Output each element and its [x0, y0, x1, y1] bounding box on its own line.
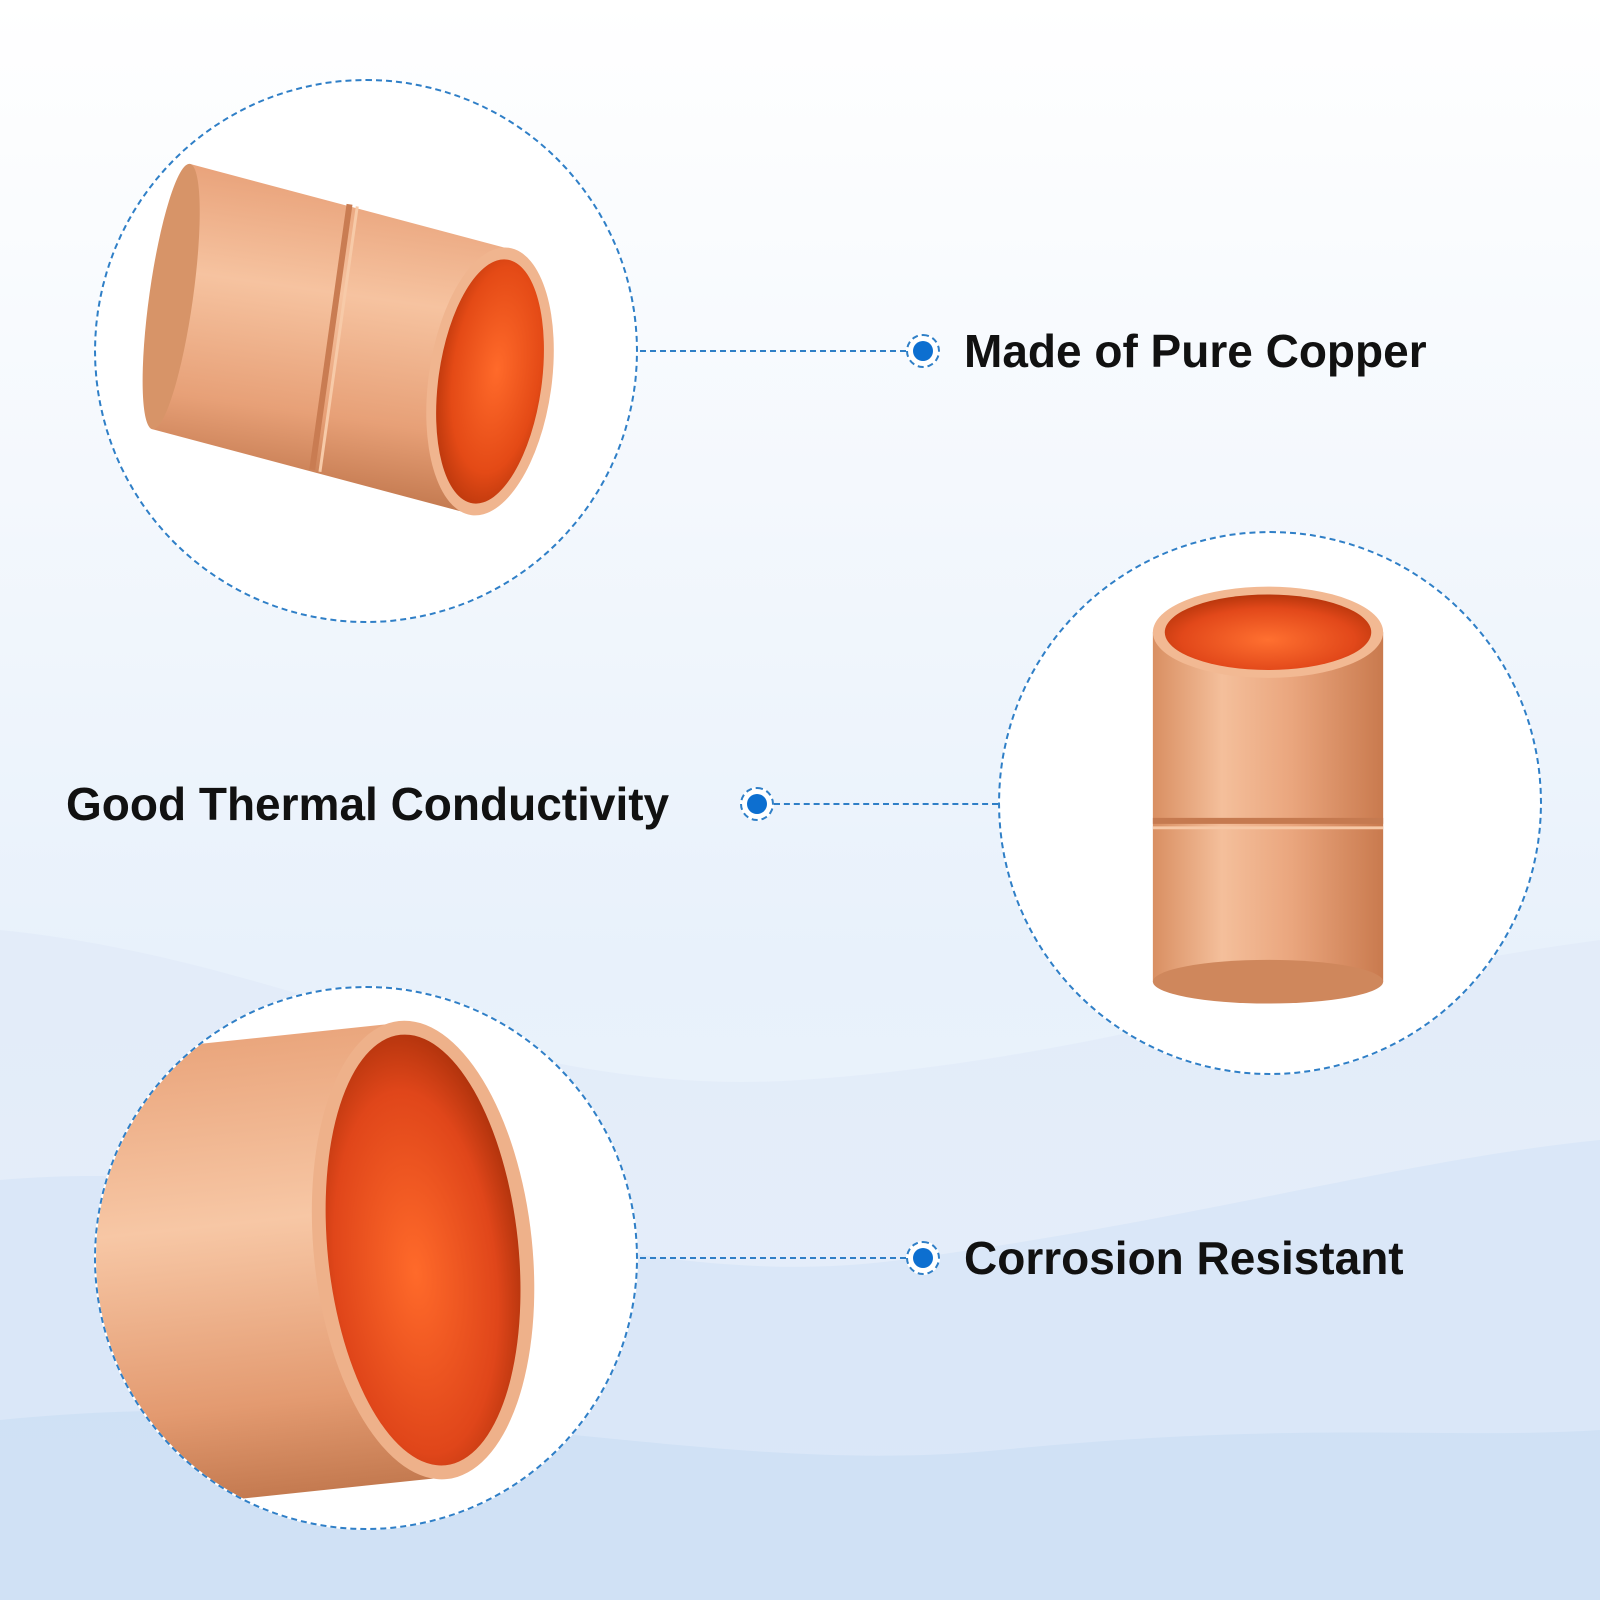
feature-1-bullet-icon [906, 334, 940, 368]
feature-3-bullet-icon [906, 1241, 940, 1275]
feature-2-label: Good Thermal Conductivity [66, 778, 670, 830]
copper-coupling-image [142, 163, 554, 516]
feature-3-connector [640, 1257, 906, 1259]
feature-1-connector [640, 350, 906, 352]
product-view-circle-2 [998, 531, 1542, 1075]
copper-coupling-image [1152, 586, 1384, 1004]
feature-2-bullet-icon [740, 787, 774, 821]
feature-3-label: Corrosion Resistant [964, 1232, 1404, 1284]
product-view-circle-3 [94, 986, 638, 1530]
feature-1-label: Made of Pure Copper [964, 325, 1427, 377]
product-view-circle-1 [94, 79, 638, 623]
copper-coupling-image [96, 1020, 535, 1512]
feature-2-connector [774, 803, 998, 805]
